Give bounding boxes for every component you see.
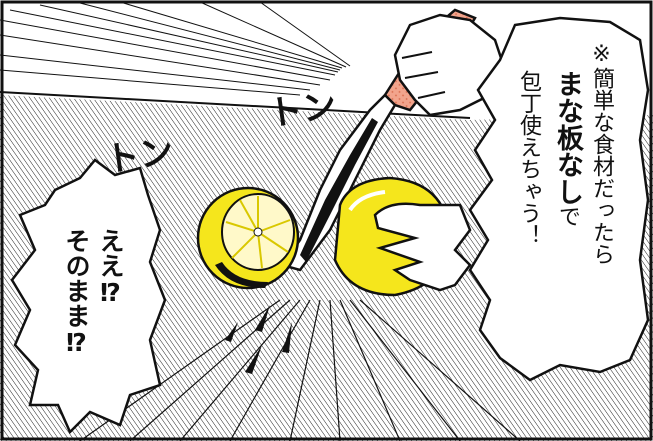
- speed-lines-bottom: [79, 299, 521, 441]
- sfx-left: トン: [103, 131, 176, 181]
- speech-text-col1: ええ⁉: [96, 228, 125, 307]
- narration-text-col2: まな板なしで: [548, 70, 587, 227]
- sfx-right: トン: [266, 85, 339, 135]
- narration-text-col1: ※簡単な食材だったら: [589, 42, 614, 265]
- lemon-cut-half: [196, 186, 300, 290]
- speech-text-col2: そのまま⁉: [62, 228, 91, 357]
- hand-holding-lemon: [373, 202, 472, 292]
- narration-text-col3: 包丁使えちゃう！: [516, 70, 541, 246]
- narration-emphasis: まな板なし: [552, 70, 583, 205]
- speech-bubble-shape: [10, 158, 167, 435]
- narration-suffix: で: [555, 205, 580, 227]
- narration-bubble-shape: [468, 16, 650, 382]
- speed-lines-top: [0, 1, 351, 96]
- impact-marks: [225, 305, 292, 374]
